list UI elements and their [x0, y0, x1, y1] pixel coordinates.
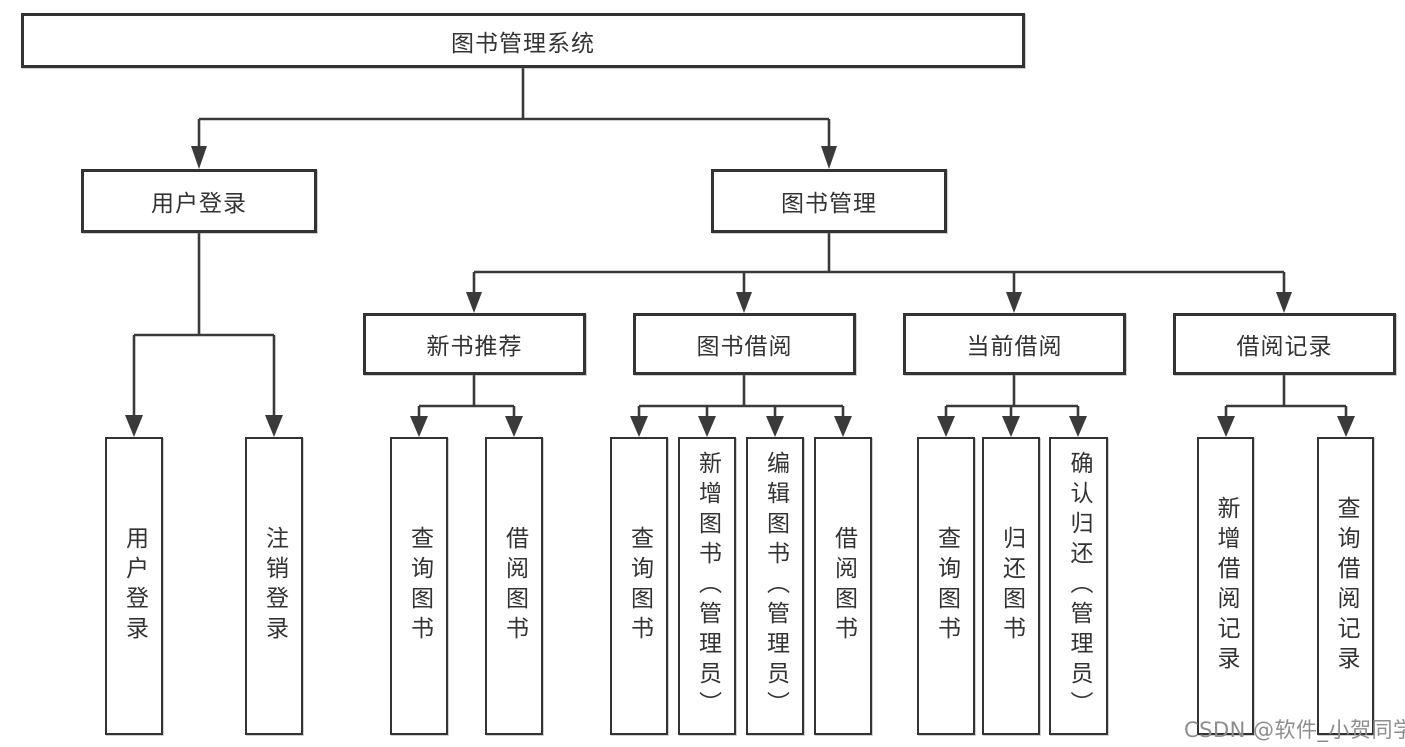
node-label: 图书借阅 [696, 334, 793, 360]
node-user-login-branch: 用户登录 [81, 169, 317, 233]
node-logout: 注销登录 [245, 437, 303, 735]
node-label: 当前借阅 [966, 334, 1063, 360]
node-label: 新书推荐 [426, 334, 523, 360]
node-label: 编辑图书（管理员） [762, 451, 789, 721]
node-label: 借阅图书 [501, 526, 528, 646]
node-borrowing-edit-books-admin: 编辑图书（管理员） [746, 437, 804, 735]
node-label: 图书管理系统 [451, 30, 595, 57]
node-label: 新增借阅记录 [1213, 496, 1239, 676]
node-label: 用户登录 [151, 191, 247, 217]
node-label: 查询图书 [933, 526, 960, 646]
node-user-login: 用户登录 [105, 437, 163, 735]
watermark-text: CSDN @软件_小贺同学 [1184, 718, 1405, 742]
node-borrowing-borrow-books: 借阅图书 [814, 437, 872, 735]
node-current-return-books: 归还图书 [982, 437, 1040, 735]
node-label: 用户登录 [121, 526, 148, 646]
node-newbook-query-books: 查询图书 [390, 437, 448, 735]
node-borrowing-add-books-admin: 新增图书（管理员） [678, 437, 736, 735]
node-current-confirm-return-admin: 确认归还（管理员） [1049, 437, 1108, 735]
node-label: 查询图书 [626, 526, 653, 646]
node-book-borrowing: 图书借阅 [633, 313, 856, 375]
node-library-management-system: 图书管理系统 [21, 13, 1025, 68]
node-current-query-books: 查询图书 [917, 437, 975, 735]
node-label: 归还图书 [998, 526, 1025, 646]
node-label: 注销登录 [261, 526, 288, 646]
node-label: 新增图书（管理员） [694, 451, 721, 721]
node-records-add-borrow-record: 新增借阅记录 [1197, 437, 1254, 735]
node-label: 借阅记录 [1236, 334, 1333, 360]
node-newbook-borrow-books: 借阅图书 [485, 437, 543, 735]
node-label: 查询图书 [406, 526, 433, 646]
node-current-borrowing: 当前借阅 [903, 313, 1126, 375]
node-label: 图书管理 [781, 191, 877, 217]
node-borrow-records: 借阅记录 [1173, 313, 1396, 375]
node-new-book-recommend: 新书推荐 [363, 313, 586, 375]
node-label: 借阅图书 [830, 526, 857, 646]
node-book-management: 图书管理 [711, 169, 947, 233]
node-borrowing-query-books: 查询图书 [610, 437, 668, 735]
node-records-query-borrow-record: 查询借阅记录 [1317, 437, 1374, 735]
node-label: 查询借阅记录 [1333, 496, 1359, 676]
node-label: 确认归还（管理员） [1066, 451, 1092, 721]
